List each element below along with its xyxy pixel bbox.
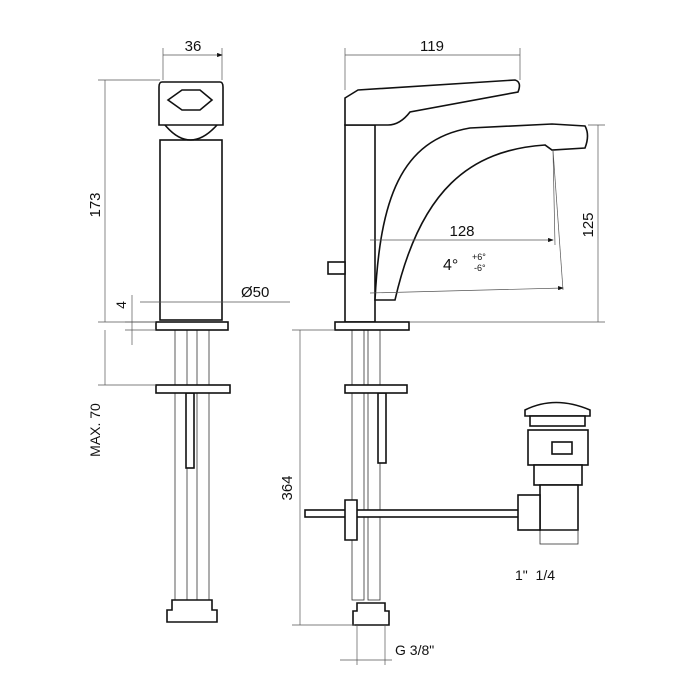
height-dim: 173: [87, 192, 104, 217]
angle-tol-minus: -6°: [474, 263, 486, 273]
fixing-plate: [155, 384, 231, 394]
fixing-rod: [185, 392, 195, 469]
spout-height-dim: 125: [580, 212, 597, 237]
pop-up-knob: [327, 261, 346, 275]
hose-right: [196, 329, 210, 601]
faucet-body-front: [344, 124, 376, 323]
side-view: 36 173 4 Ø50 MAX. 70: [87, 38, 290, 623]
pop-up-drain: [517, 401, 591, 545]
reach-dim: 128: [449, 223, 474, 240]
fixing-rod-front: [377, 392, 387, 464]
front-view: 119 128 4° +6° -6° 125 364 G 3/8" 1" 1/4: [279, 38, 605, 665]
hose-thread-label: G 3/8": [395, 642, 434, 658]
drain-thread-label: 1" 1/4: [515, 567, 555, 583]
faucet-body-side: [159, 139, 223, 321]
handle-side: [158, 81, 224, 126]
plate-dim: 4: [113, 301, 129, 309]
drain-rod: [304, 509, 521, 518]
width-dim: 36: [185, 38, 202, 55]
hose-front-left: [351, 329, 365, 601]
total-length-dim: 364: [279, 475, 296, 500]
spout-length-dim: 119: [420, 38, 444, 55]
handle-detail: [166, 89, 214, 111]
handle-lever: [344, 79, 521, 126]
max-thickness-dim: MAX. 70: [87, 403, 103, 457]
hose-left: [174, 329, 188, 601]
base-plate-front: [334, 321, 410, 331]
hose-nut-front: [352, 602, 390, 626]
base-plate: [155, 321, 229, 331]
fixing-plate-front: [344, 384, 408, 394]
angle-dim: 4°: [443, 257, 458, 274]
diameter-dim: Ø50: [241, 284, 269, 301]
hose-front-right: [367, 329, 381, 601]
rod-clamp: [344, 499, 358, 541]
hose-nut: [166, 599, 218, 623]
angle-tol-plus: +6°: [472, 252, 486, 262]
spout: [374, 123, 589, 301]
